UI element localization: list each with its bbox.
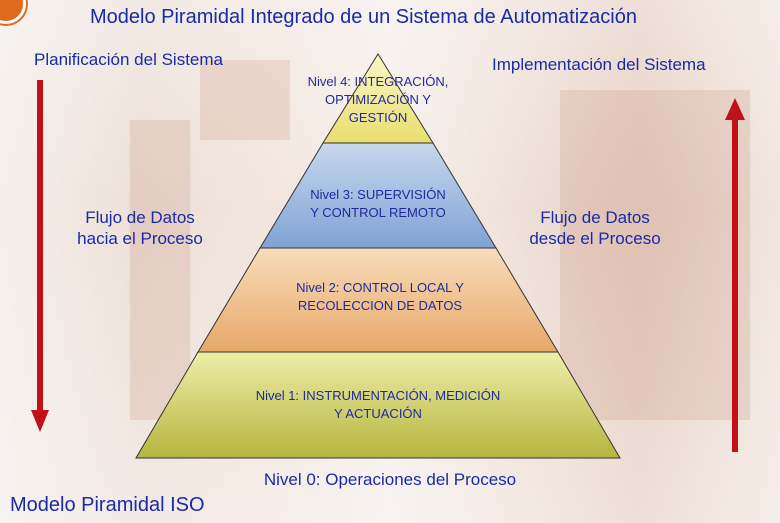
left-flow-line1: Flujo de Datos (85, 208, 195, 227)
level-3-line2: Y CONTROL REMOTO (310, 205, 446, 220)
diagram-title: Modelo Piramidal Integrado de un Sistema… (90, 6, 637, 28)
level-4-line3: GESTIÓN (348, 110, 408, 125)
right-arrow-head (725, 98, 745, 120)
level-4-label: Nivel 4: INTEGRACIÓN, OPTIMIZACIÓN Y GES… (268, 73, 488, 127)
level-1-block (135, 351, 621, 459)
left-flow-line2: hacia el Proceso (77, 229, 203, 248)
right-flow-line2: desde el Proceso (529, 229, 661, 248)
bottom-title: Modelo Piramidal ISO (10, 494, 205, 516)
level-3-line1: Nivel 3: SUPERVISIÓN (310, 187, 446, 202)
level-1-line1: Nivel 1: INSTRUMENTACIÓN, MEDICIÓN (255, 388, 501, 403)
level-4-line2: OPTIMIZACIÓN Y (325, 92, 431, 107)
level-2-label: Nivel 2: CONTROL LOCAL Y RECOLECCION DE … (250, 279, 510, 315)
level-2-line2: RECOLECCION DE DATOS (297, 298, 463, 313)
right-flow-label: Flujo de Datos desde el Proceso (510, 207, 680, 249)
right-top-label: Implementación del Sistema (492, 55, 706, 74)
level-4-line1: Nivel 4: INTEGRACIÓN, (307, 74, 449, 89)
left-top-label: Planificación del Sistema (34, 50, 223, 69)
level-0-label: Nivel 0: Operaciones del Proceso (263, 470, 517, 489)
level-3-label: Nivel 3: SUPERVISIÓN Y CONTROL REMOTO (268, 186, 488, 222)
level-2-line1: Nivel 2: CONTROL LOCAL Y (296, 280, 464, 295)
level-1-line2: Y ACTUACIÓN (334, 406, 422, 421)
left-flow-label: Flujo de Datos hacia el Proceso (60, 207, 220, 249)
left-arrow-head (31, 410, 49, 432)
right-flow-line1: Flujo de Datos (540, 208, 650, 227)
level-1-label: Nivel 1: INSTRUMENTACIÓN, MEDICIÓN Y ACT… (218, 387, 538, 423)
